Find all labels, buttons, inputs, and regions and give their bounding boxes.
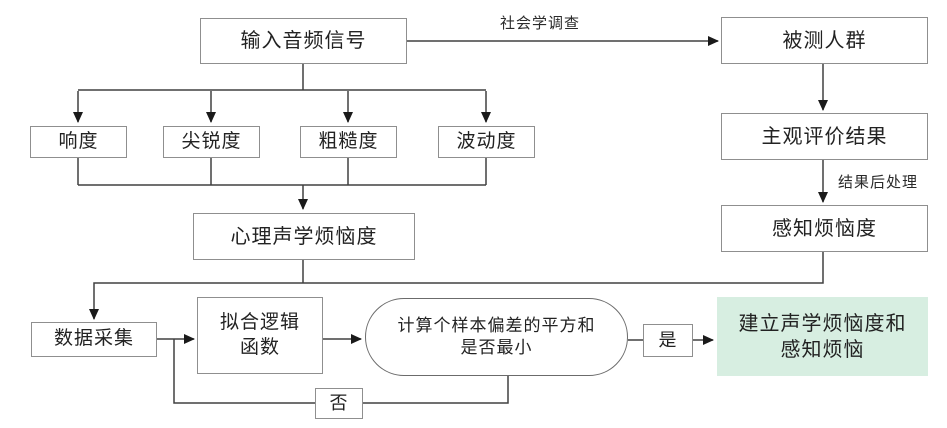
node-tested-population: 被测人群	[721, 17, 928, 64]
node-loudness: 响度	[30, 126, 127, 158]
node-fit-logistic-function: 拟合逻辑 函数	[197, 297, 323, 374]
node-subjective-evaluation-result: 主观评价结果	[721, 113, 928, 160]
node-fluctuation: 波动度	[438, 126, 535, 158]
edge-label-sociological-survey: 社会学调查	[500, 15, 581, 32]
node-label: 心理声学烦恼度	[230, 225, 378, 248]
node-label: 主观评价结果	[761, 125, 888, 148]
node-label: 波动度	[456, 130, 517, 152]
node-label: 数据采集	[53, 328, 134, 350]
node-label-line1: 计算个样本偏差的平方和	[397, 315, 596, 335]
node-yes: 是	[643, 324, 693, 357]
node-label: 是	[658, 329, 678, 350]
node-data-collection: 数据采集	[31, 322, 157, 357]
node-label: 否	[329, 392, 349, 413]
node-label: 响度	[58, 130, 99, 152]
node-label: 尖锐度	[181, 130, 242, 152]
node-label-line2: 函数	[239, 336, 280, 358]
node-perceived-annoyance: 感知烦恼度	[721, 205, 928, 252]
node-label-line1: 拟合逻辑	[219, 311, 300, 333]
node-label-line2: 感知烦恼	[780, 338, 865, 361]
node-label-line2: 是否最小	[460, 338, 533, 357]
edge-label-result-post-processing: 结果后处理	[838, 174, 919, 191]
node-sharpness: 尖锐度	[163, 126, 260, 158]
node-psychoacoustic-annoyance: 心理声学烦恼度	[193, 213, 415, 260]
node-decision-sum-of-squares: 计算个样本偏差的平方和 是否最小	[365, 298, 628, 376]
node-label: 输入音频信号	[240, 30, 367, 52]
node-input-audio-signal: 输入音频信号	[200, 18, 407, 64]
node-no: 否	[315, 388, 363, 419]
node-establish-annoyance-model: 建立声学烦恼度和 感知烦恼	[717, 297, 928, 376]
node-label: 被测人群	[782, 29, 867, 52]
node-label: 感知烦恼度	[772, 217, 877, 240]
node-label: 粗糙度	[318, 130, 379, 152]
node-roughness: 粗糙度	[300, 126, 397, 158]
node-label-line1: 建立声学烦恼度和	[738, 312, 907, 335]
